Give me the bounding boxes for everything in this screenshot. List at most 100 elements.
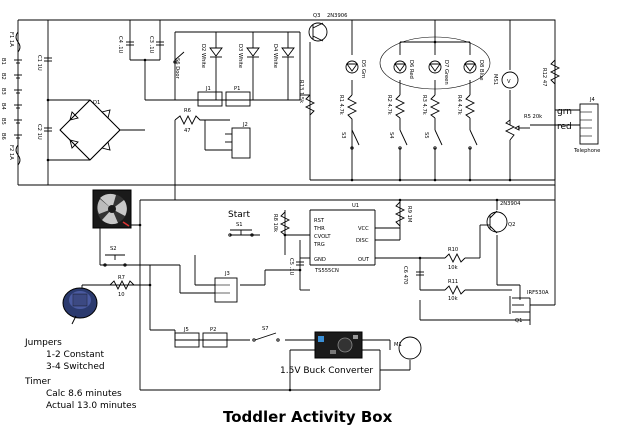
capacitor-c2-label: C2 1U xyxy=(36,124,42,140)
telephone-j4-label: J4 xyxy=(589,97,596,103)
led-d5-label: D5 Grn xyxy=(360,60,366,78)
battery-b4-label: B4 xyxy=(0,103,6,111)
led-d3: D3 White xyxy=(237,32,260,100)
battery-b3-label: B3 xyxy=(0,88,6,95)
capacitor-c5: C5 .1U xyxy=(288,258,304,276)
resistor-r9-label: R9 1M xyxy=(406,206,412,222)
transistor-q3: Q3 2N3906 xyxy=(308,13,347,42)
pin-gnd-label: GND xyxy=(314,257,326,263)
led-d6: D6 Red xyxy=(393,60,414,79)
mosfet-q1-label: Q1 xyxy=(515,318,522,324)
connector-j1-label: J1 xyxy=(205,86,211,92)
timer-heading: Timer xyxy=(24,377,51,387)
resistor-r10-value: 10k xyxy=(448,265,458,271)
timer-part-label: TS555CN xyxy=(314,268,339,274)
capacitor-c4: C4 .1U xyxy=(117,36,134,54)
resistor-r13-label: R13 1.5k xyxy=(298,80,304,103)
connector-j3-label: J3 xyxy=(224,271,230,277)
fuse-f2: F2 1A xyxy=(8,144,21,166)
buck-converter-image: 1.5V Buck Converter xyxy=(280,331,373,376)
resistor-r7-label: R7 xyxy=(118,275,125,281)
rgb-led-group xyxy=(379,36,491,90)
mosfet-q1: IRF530A Q1 xyxy=(500,289,549,324)
resistor-r7-value: 10 xyxy=(118,292,125,298)
resistor-r13: R13 1.5k xyxy=(298,80,316,116)
resistor-r11-label: R11 xyxy=(448,279,458,285)
led-d3-label: D3 White xyxy=(237,44,243,68)
timer-calc-note: Calc 8.6 minutes xyxy=(46,389,122,399)
pin-thr-label: THR xyxy=(313,226,325,232)
meter-v-label: V xyxy=(507,79,511,85)
switch-s3: S3 xyxy=(340,129,360,150)
resistor-r7: R7 10 xyxy=(109,275,135,298)
telephone-jack-j4: J4 grn red Telephone xyxy=(557,97,600,154)
switch-s6-door: S6 Door xyxy=(173,51,185,80)
buck-converter-label: 1.5V Buck Converter xyxy=(280,366,373,376)
meter-ms1: V MS1 xyxy=(492,71,519,89)
timer-notes: Timer Calc 8.6 minutes Actual 13.0 minut… xyxy=(24,377,137,411)
battery-stack: B1 B2 B3 B4 B5 B6 xyxy=(0,58,22,140)
switch-s2-label: S2 xyxy=(110,246,117,252)
switch-s4: S4 xyxy=(388,129,408,150)
diagram-title: Toddler Activity Box xyxy=(223,408,393,426)
switch-s7: S7 xyxy=(252,326,280,342)
led-d5: D5 Grn xyxy=(345,60,366,78)
switch-s2: S2 xyxy=(103,246,127,267)
battery-b5-label: B5 xyxy=(0,118,6,125)
motor-m1: M1 xyxy=(394,336,422,360)
resistor-r6-label: R6 xyxy=(184,108,191,114)
start-switch-s1: S1 Start xyxy=(228,210,254,237)
fuse-f2-label: F2 1A xyxy=(8,145,14,160)
led-d7: D7 Green xyxy=(428,60,449,85)
transistor-q2-label: Q2 xyxy=(508,222,515,228)
resistor-r4: R4 4.7k xyxy=(456,94,476,119)
potentiometer-r5-label: R5 20k xyxy=(524,114,542,120)
capacitor-c3-label: C3 .1U xyxy=(148,36,154,54)
timer-u1-label: U1 xyxy=(352,203,359,209)
transistor-q3-label: Q3 xyxy=(313,13,320,19)
resistor-r3-label: R3 4.7k xyxy=(421,95,427,115)
led-d8-label: D8 Blue xyxy=(478,60,484,80)
wire-red-label: red xyxy=(557,122,572,132)
resistor-r12-label: R12 47 xyxy=(541,68,547,86)
jumpers-heading: Jumpers xyxy=(24,338,62,348)
fan-image xyxy=(92,189,132,229)
led-d7-label: D7 Green xyxy=(443,60,449,85)
resistor-r10-label: R10 xyxy=(448,247,458,253)
resistor-r3: R3 4.7k xyxy=(421,94,441,119)
transistor-q2-part: 2N3904 xyxy=(500,201,521,207)
switch-s3-label: S3 xyxy=(340,132,346,139)
switch-s1-label: S1 xyxy=(236,222,243,228)
bridge-rectifier-d1: D1 xyxy=(59,99,121,161)
resistor-r11: R11 10k xyxy=(444,279,466,302)
pin-vcc-label: VCC xyxy=(358,226,369,232)
jumper-constant-note: 1-2 Constant xyxy=(46,350,104,360)
timer-actual-note: Actual 13.0 minutes xyxy=(46,401,137,411)
bridge-d1-label: D1 xyxy=(93,100,100,106)
capacitor-c1-label: C1 1U xyxy=(36,55,42,71)
start-label: Start xyxy=(228,210,250,220)
transistor-q3-part: 2N3906 xyxy=(327,13,347,19)
capacitor-c3: C3 .1U xyxy=(148,36,164,54)
timer-ic-u1: U1 TS555CN RST THR CVOLT TRG GND VCC DIS… xyxy=(313,203,370,274)
capacitor-c4-label: C4 .1U xyxy=(117,36,123,54)
fuse-f1: F1 1A xyxy=(8,31,21,53)
battery-b6-label: B6 xyxy=(0,133,6,140)
led-d4: D4 White xyxy=(272,32,295,100)
resistor-r2: R2 4.7k xyxy=(386,94,406,119)
pin-out-label: OUT xyxy=(358,257,370,263)
led-d4-label: D4 White xyxy=(272,44,278,68)
connector-j3: J3 xyxy=(214,271,238,303)
jumper-switched-note: 3-4 Switched xyxy=(46,362,105,372)
connector-j5-label: J5 xyxy=(183,327,189,333)
resistor-r1-label: R1 4.7k xyxy=(338,95,344,115)
transistor-q2: 2N3904 Q2 xyxy=(486,201,521,234)
led-d2: D2 White xyxy=(200,32,223,100)
switch-s5-label: S5 xyxy=(423,132,429,139)
resistor-r4-label: R4 4.7k xyxy=(456,95,462,115)
capacitor-c1: C1 1U xyxy=(36,55,52,71)
jumper-notes: Jumpers 1-2 Constant 3-4 Switched xyxy=(24,338,105,372)
led-d6-label: D6 Red xyxy=(408,60,414,79)
connector-p2-label: P2 xyxy=(210,327,216,333)
led-d2-label: D2 White xyxy=(200,44,206,68)
